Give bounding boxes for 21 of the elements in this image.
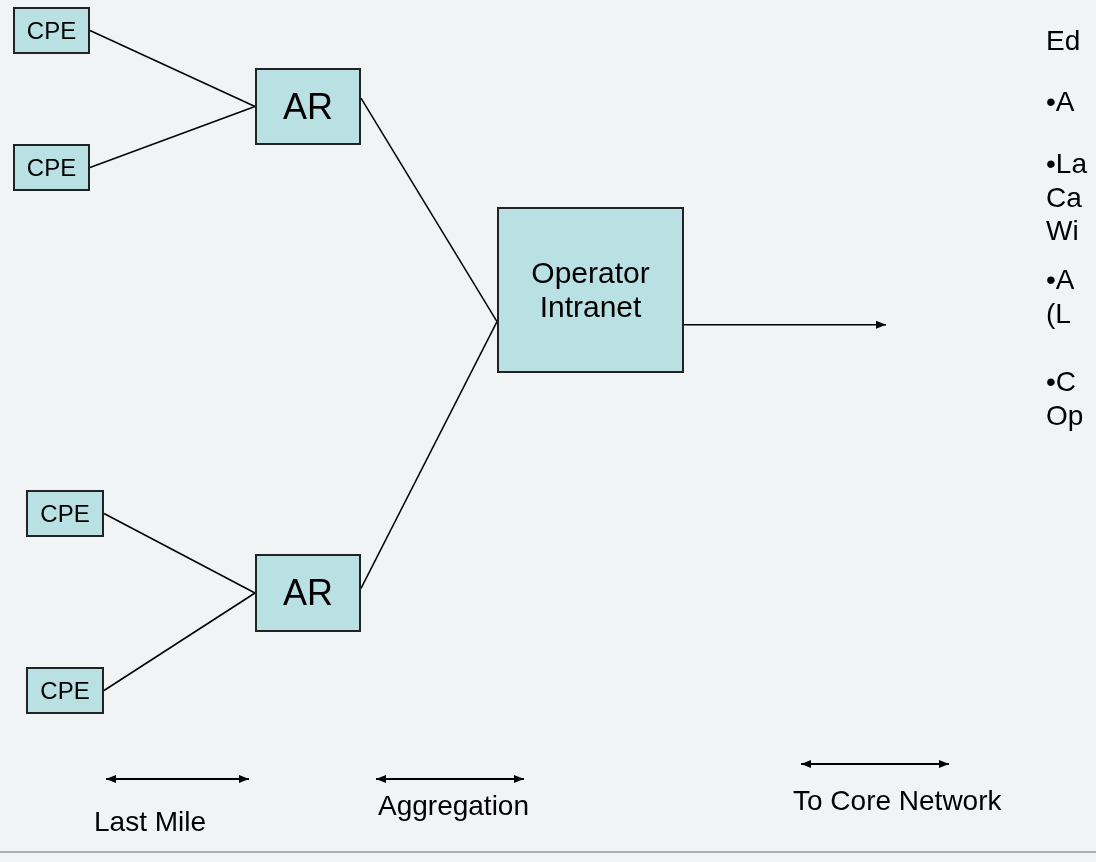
- segment-label: To Core Network: [793, 785, 1002, 818]
- connector-line: [103, 512, 256, 594]
- connector-line: [360, 97, 498, 323]
- connector-line: [103, 592, 256, 692]
- bullet-text: •A (L: [1046, 263, 1075, 331]
- network-node-box: CPE: [26, 667, 104, 714]
- bullet-text: •A: [1046, 85, 1076, 119]
- network-node-box: AR: [255, 554, 361, 632]
- segment-label: Aggregation: [378, 790, 529, 823]
- network-node-box: Operator Intranet: [497, 207, 684, 373]
- connector-line: [89, 29, 256, 108]
- connector-line: [89, 105, 256, 169]
- arrow: [683, 320, 887, 329]
- network-node-box: CPE: [13, 144, 90, 191]
- bullet-text: Ed: [1046, 24, 1082, 58]
- network-node-box: CPE: [26, 490, 104, 537]
- bullet-text: •La Ca Wi: [1046, 147, 1088, 248]
- bullet-text: •C Op: [1046, 365, 1085, 433]
- network-node-box: CPE: [13, 7, 90, 54]
- segment-label: Last Mile: [94, 806, 207, 839]
- network-node-box: AR: [255, 68, 361, 145]
